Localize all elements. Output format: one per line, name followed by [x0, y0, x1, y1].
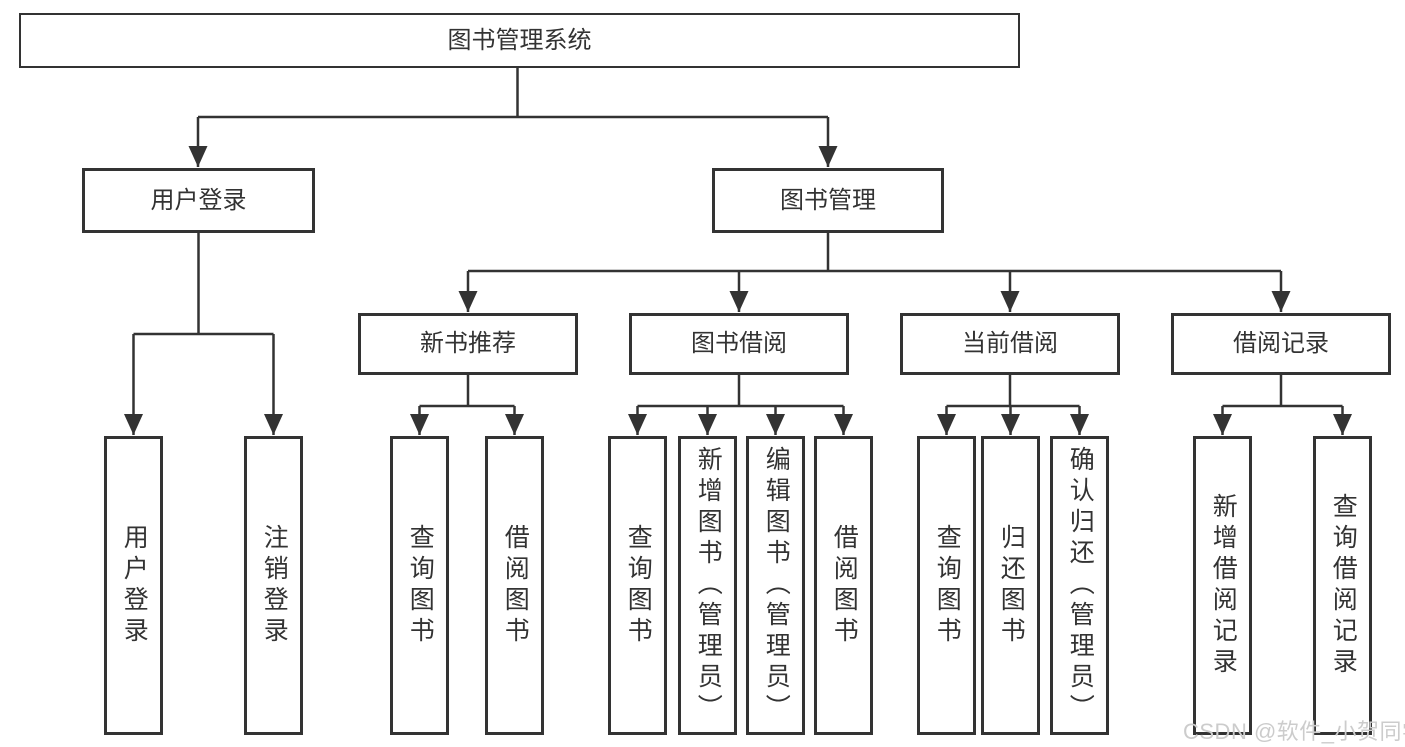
arrow-down-icon	[410, 414, 429, 435]
arrow-down-icon	[124, 414, 143, 435]
leaf-cb-return-book: 归还图书	[981, 436, 1040, 735]
leaf-nbr-query-book-label: 查询图书	[406, 523, 435, 648]
node-book-borrow-label: 图书借阅	[691, 330, 787, 357]
arrow-down-icon	[818, 146, 838, 167]
arrow-down-icon	[505, 414, 524, 435]
leaf-br-add-record: 新增借阅记录	[1193, 436, 1252, 735]
arrow-down-icon	[766, 414, 785, 435]
leaf-logout-label: 注销登录	[260, 523, 289, 648]
leaf-cb-confirm-return: 确认归还（管理员）	[1050, 436, 1109, 735]
edge-borrow-record-to-leaves	[1221, 375, 1344, 435]
node-user-login: 用户登录	[82, 168, 315, 233]
arrowheads	[124, 146, 1352, 435]
arrow-down-icon	[834, 414, 853, 435]
arrow-down-icon	[1271, 291, 1291, 312]
csdn-watermark: CSDN @软件_小贺同学	[1183, 719, 1405, 744]
leaf-bb-add-book: 新增图书（管理员）	[678, 436, 737, 735]
node-user-login-label: 用户登录	[150, 186, 247, 214]
leaf-br-query-record: 查询借阅记录	[1313, 436, 1372, 735]
arrow-down-icon	[458, 291, 478, 312]
leaf-nbr-borrow-book: 借阅图书	[485, 436, 544, 735]
arrow-down-icon	[1333, 414, 1352, 435]
leaf-cb-query-book: 查询图书	[917, 436, 976, 735]
node-root-label: 图书管理系统	[447, 26, 592, 54]
leaf-bb-edit-book-label: 编辑图书（管理员）	[762, 446, 791, 725]
node-new-book-rec-label: 新书推荐	[420, 330, 516, 357]
leaf-logout: 注销登录	[244, 436, 303, 735]
arrow-down-icon	[937, 414, 956, 435]
leaf-nbr-borrow-book-label: 借阅图书	[501, 523, 530, 648]
leaf-cb-confirm-return-label: 确认归还（管理员）	[1066, 446, 1095, 725]
leaf-cb-return-book-label: 归还图书	[997, 523, 1026, 648]
edge-new-book-rec-to-leaves	[418, 375, 516, 435]
leaf-bb-query-book-label: 查询图书	[624, 523, 653, 648]
leaf-cb-query-book-label: 查询图书	[933, 523, 962, 648]
arrow-down-icon	[1213, 414, 1232, 435]
edge-root-to-level2	[196, 68, 830, 167]
node-book-mgmt: 图书管理	[712, 168, 944, 233]
arrow-down-icon	[264, 414, 283, 435]
arrow-down-icon	[628, 414, 647, 435]
edge-book-mgmt-to-level3	[466, 233, 1283, 312]
leaf-bb-query-book: 查询图书	[608, 436, 667, 735]
arrow-down-icon	[698, 414, 717, 435]
leaf-user-login-label: 用户登录	[120, 523, 149, 648]
leaf-bb-borrow-book-label: 借阅图书	[830, 523, 859, 648]
leaf-br-query-record-label: 查询借阅记录	[1329, 492, 1358, 679]
leaf-user-login: 用户登录	[104, 436, 163, 735]
node-root: 图书管理系统	[19, 13, 1020, 68]
node-current-borrow: 当前借阅	[900, 313, 1120, 375]
node-current-borrow-label: 当前借阅	[962, 330, 1058, 357]
leaf-nbr-query-book: 查询图书	[390, 436, 449, 735]
leaf-bb-add-book-label: 新增图书（管理员）	[694, 446, 723, 725]
arrow-down-icon	[1000, 291, 1020, 312]
edge-book-borrow-to-leaves	[636, 375, 845, 435]
arrow-down-icon	[729, 291, 749, 312]
node-book-mgmt-label: 图书管理	[780, 186, 876, 214]
arrow-down-icon	[188, 146, 208, 167]
node-new-book-rec: 新书推荐	[358, 313, 578, 375]
leaf-br-add-record-label: 新增借阅记录	[1209, 492, 1238, 679]
arrow-down-icon	[1001, 414, 1020, 435]
node-borrow-record: 借阅记录	[1171, 313, 1391, 375]
edge-user-login-to-leaves	[132, 233, 275, 435]
arrow-down-icon	[1070, 414, 1089, 435]
node-book-borrow: 图书借阅	[629, 313, 849, 375]
leaf-bb-edit-book: 编辑图书（管理员）	[746, 436, 805, 735]
leaf-bb-borrow-book: 借阅图书	[814, 436, 873, 735]
node-borrow-record-label: 借阅记录	[1233, 330, 1329, 357]
